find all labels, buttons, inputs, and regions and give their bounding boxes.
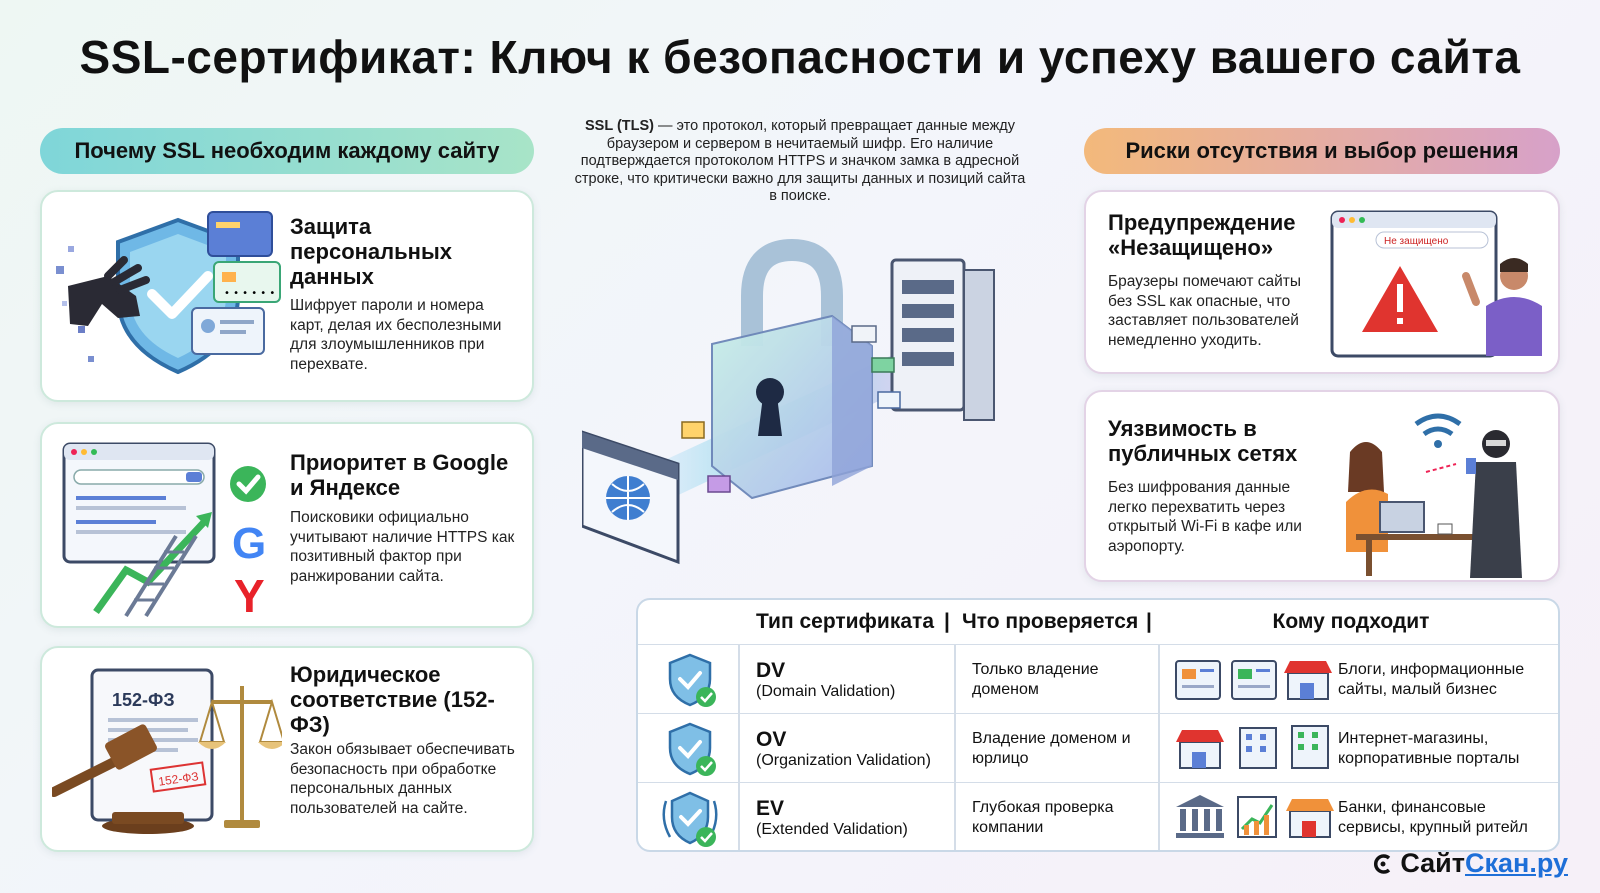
cert-name: (Domain Validation) <box>756 682 896 700</box>
brand-c-icon <box>1374 853 1391 874</box>
shield-hacker-icon: • • • • • • <box>56 211 281 375</box>
left-section-heading: Почему SSL необходим каждому сайту <box>40 128 534 174</box>
svg-text:Y: Y <box>234 570 265 620</box>
page-title: SSL-сертификат: Ключ к безопасности и ус… <box>79 31 1521 83</box>
table-row-dv: DV (Domain Validation) Только владение д… <box>638 644 1558 713</box>
shield-check-icon <box>668 722 716 776</box>
risk-title: Предупреждение «Незащищено» <box>1108 210 1296 260</box>
bank-finance-retail-icons <box>1176 795 1334 838</box>
certificate-types-table: Тип сертификата | Что проверяется | Кому… <box>636 598 1560 852</box>
cert-code: OV <box>756 727 787 751</box>
benefit-title: Приоритет в Google и Яндексе <box>290 450 509 500</box>
header-type: Тип сертификата <box>756 610 934 633</box>
benefit-card-legal: 152-ФЗ 152-ФЗ Юридическое соответствие (… <box>40 646 534 852</box>
cert-name: (Organization Validation) <box>756 751 931 769</box>
browser-warning-icon: Не защищено <box>1330 210 1542 358</box>
cert-fits: Банки, финансовые сервисы, крупный ритей… <box>1338 798 1528 836</box>
svg-text:• • • • • •: • • • • • • <box>224 288 275 299</box>
benefit-text: Поисковики официально учитывают наличие … <box>290 509 515 585</box>
cert-checks: Глубокая проверка компании <box>972 798 1114 836</box>
shield-laurel-check-icon <box>662 791 718 847</box>
brand-name-part2: Скан.ру <box>1465 848 1568 878</box>
cert-code: DV <box>756 658 786 682</box>
cert-name: (Extended Validation) <box>756 820 908 838</box>
right-section-heading: Риски отсутствия и выбор решения <box>1084 128 1560 174</box>
benefit-title: Юридическое соответствие (152-ФЗ) <box>290 662 495 737</box>
benefit-text: Закон обязывает обеспечивать безопасност… <box>290 741 515 817</box>
risk-text: Без шифрования данные легко перехватить … <box>1108 479 1302 555</box>
svg-text:G: G <box>232 519 266 568</box>
table-header: Тип сертификата | Что проверяется | Кому… <box>738 600 1558 644</box>
intro-lead: SSL (TLS) <box>584 118 654 134</box>
store-office-icons <box>1176 725 1329 769</box>
law-doc-label: 152-ФЗ <box>112 690 175 710</box>
wifi-interception-icon <box>1346 413 1522 578</box>
shield-check-icon <box>668 653 716 707</box>
not-secure-label: Не защищено <box>1384 236 1449 247</box>
benefit-card-search-priority: G Y Приоритет в Google и Яндексе Поисков… <box>40 422 534 628</box>
benefit-title: Защита персональных данных <box>290 214 452 289</box>
header-checks: Что проверяется <box>962 610 1139 633</box>
risk-card-not-secure-warning: Предупреждение «Незащищено» Браузеры пом… <box>1084 190 1560 374</box>
table-row-ev: EV (Extended Validation) Глубокая провер… <box>638 782 1558 850</box>
benefit-card-data-protection: • • • • • • Защита персональных данных Ш… <box>40 190 534 402</box>
search-ranking-icon: G Y <box>62 442 266 620</box>
risk-title: Уязвимость в публичных сетях <box>1108 416 1298 466</box>
risk-card-public-wifi: Уязвимость в публичных сетях Без шифрова… <box>1084 390 1560 582</box>
cert-checks: Владение доменом и юрлицо <box>972 729 1131 767</box>
table-row-ov: OV (Organization Validation) Владение до… <box>638 713 1558 782</box>
cert-checks: Только владение доменом <box>972 660 1099 698</box>
cert-fits: Блоги, информационные сайты, малый бизне… <box>1338 660 1525 698</box>
cert-fits: Интернет-магазины, корпоративные порталы <box>1338 729 1520 767</box>
blog-site-icons <box>1175 660 1332 700</box>
padlock-encryption-illustration <box>582 238 995 565</box>
law-stamp-label: 152-ФЗ <box>157 769 199 788</box>
benefit-text: Шифрует пароли и номера карт, делая их б… <box>290 297 502 373</box>
brand-name-part1: Сайт <box>1400 848 1465 878</box>
risk-text: Браузеры помечают сайты без SSL как опас… <box>1108 273 1302 349</box>
cert-code: EV <box>756 796 785 820</box>
law-gavel-scales-icon: 152-ФЗ 152-ФЗ <box>52 668 282 834</box>
intro-body: — это протокол, который превращает данны… <box>574 118 1026 204</box>
header-fits: Кому подходит <box>1272 610 1430 633</box>
intro-text: SSL (TLS) — это протокол, который превра… <box>572 118 1028 206</box>
